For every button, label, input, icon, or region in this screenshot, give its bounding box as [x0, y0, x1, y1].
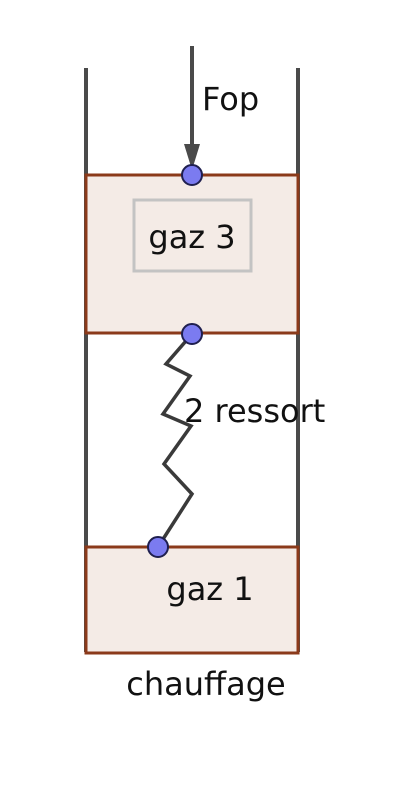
upper-gas-label: gaz 3 — [148, 218, 235, 256]
lower-gas-label: gaz 1 — [166, 570, 253, 608]
force-label: Fop — [202, 80, 259, 118]
upper-gas-label-box — [132, 198, 253, 273]
spring — [156, 332, 195, 548]
node-spring-bottom[interactable] — [147, 536, 169, 558]
spring-label: 2 ressort — [184, 392, 325, 430]
node-spring-top[interactable] — [181, 323, 203, 345]
force-arrow-head — [184, 144, 200, 170]
lower-chamber — [84, 545, 300, 655]
node-top-piston[interactable] — [181, 164, 203, 186]
heating-label: chauffage — [126, 665, 285, 703]
